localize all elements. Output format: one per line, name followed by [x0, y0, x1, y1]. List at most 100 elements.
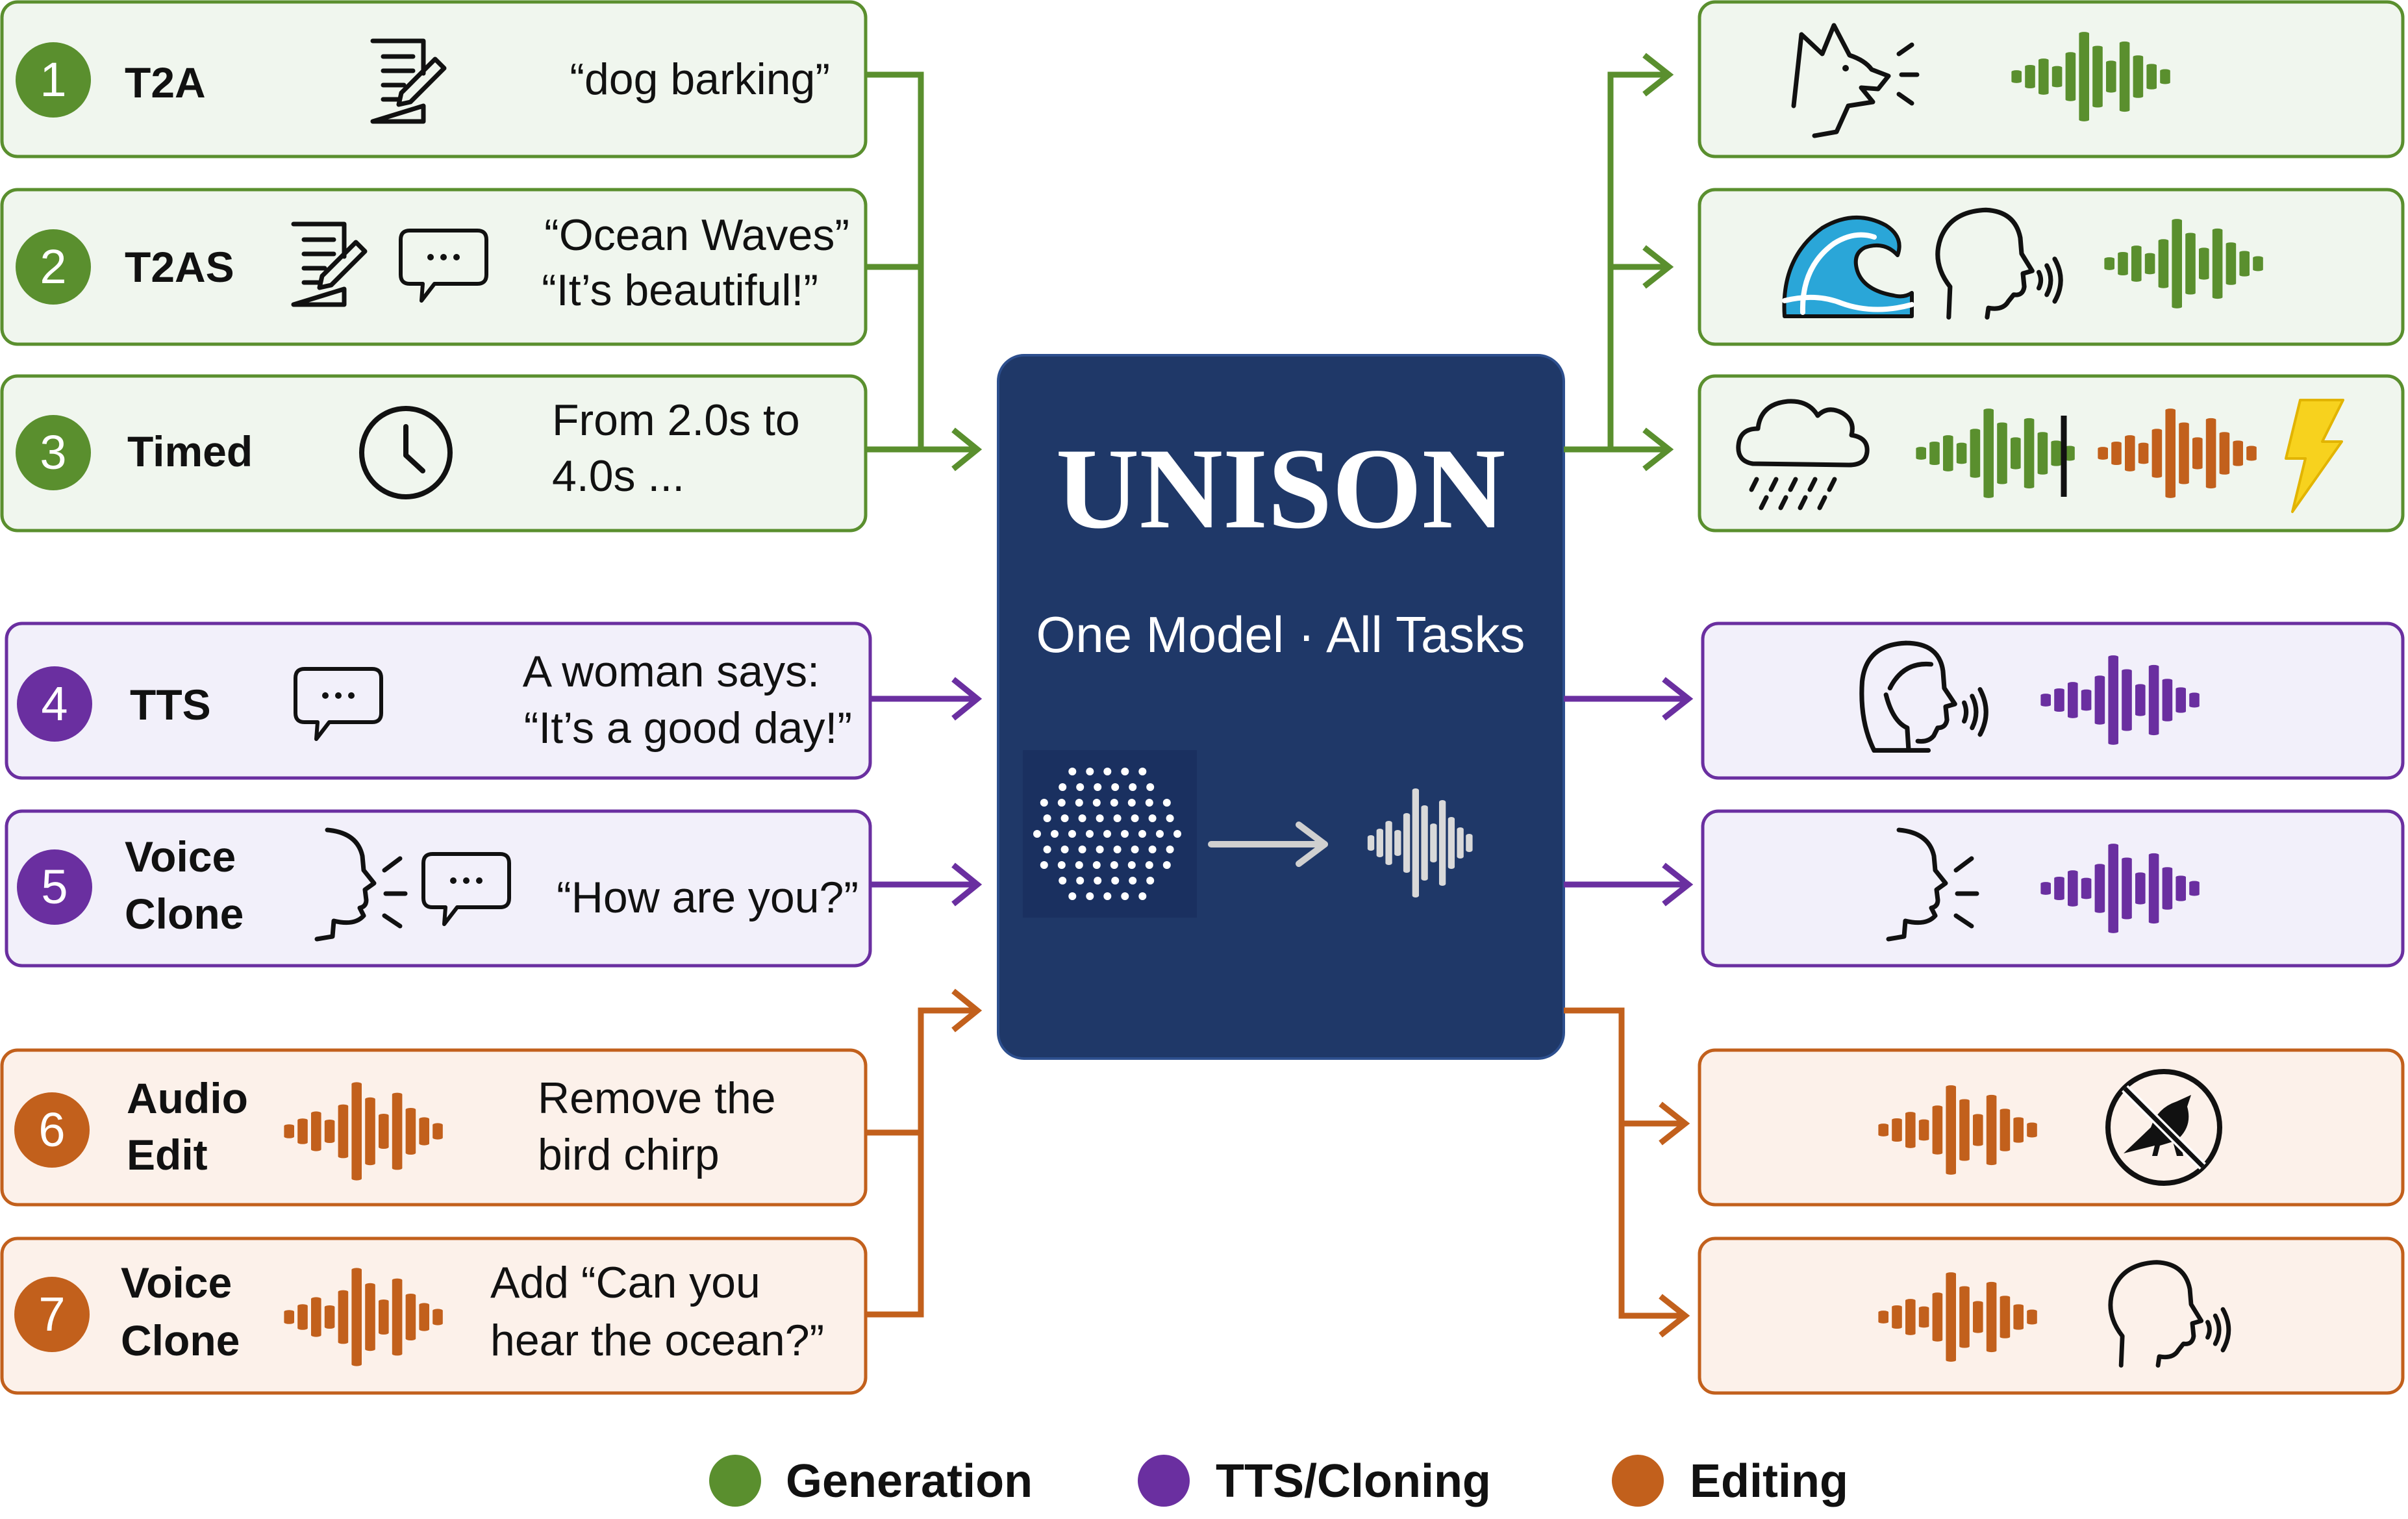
noise-dot: [1086, 830, 1094, 838]
task-number: 7: [38, 1287, 65, 1341]
noise-dot: [1040, 799, 1048, 807]
noise-dot: [1060, 846, 1069, 853]
noise-dot: [1162, 799, 1171, 807]
output-box-3: [1698, 374, 2405, 533]
task-title: T2AS: [125, 243, 234, 291]
task-prompt-line: A woman says:: [523, 647, 820, 696]
task-prompt-line: “Ocean Waves”: [544, 210, 849, 260]
output-box-7: [1698, 1237, 2405, 1395]
noise-dot: [1138, 768, 1147, 775]
tts-output-connector: [1564, 677, 1694, 907]
noise-dot: [1094, 783, 1102, 791]
noise-dot: [1162, 861, 1171, 869]
noise-dot: [1103, 892, 1112, 900]
task-number: 3: [40, 425, 66, 479]
lightning-icon: [2285, 399, 2344, 513]
task-title-line: Voice: [125, 833, 236, 881]
noise-dot: [1092, 799, 1101, 807]
noise-dot: [1057, 861, 1066, 869]
task-number: 2: [40, 240, 66, 294]
noise-dot: [1033, 830, 1041, 838]
task-title-line: Audio: [127, 1074, 248, 1122]
noise-dot: [1173, 830, 1181, 838]
noise-dot: [1076, 877, 1085, 885]
core-title: UNISON: [1056, 424, 1505, 553]
task-title-line: Edit: [127, 1131, 208, 1179]
noise-dot: [1145, 799, 1153, 807]
task-title: TTS: [130, 681, 211, 729]
task-prompt-line: hear the ocean?”: [490, 1316, 824, 1365]
noise-dot: [1166, 846, 1174, 853]
noise-dot: [1113, 846, 1122, 853]
tts-input-connector: [870, 677, 983, 907]
task-prompt: “How are you?”: [557, 873, 859, 922]
noise-dot: [1096, 846, 1104, 853]
task-box-2: 2 T2AS “Ocean Waves” “It’s beautiful!”: [0, 188, 868, 346]
task-prompt-line: Remove the: [538, 1073, 776, 1123]
task-number-badge: 2: [16, 229, 91, 305]
noise-dot: [1068, 830, 1076, 838]
output-box-6: [1698, 1048, 2405, 1207]
noise-dot: [1076, 783, 1085, 791]
task-number: 5: [41, 860, 68, 914]
noise-dot: [1086, 892, 1094, 900]
noise-dot: [1075, 799, 1083, 807]
noise-dot: [1111, 877, 1120, 885]
output-box-1: [1698, 0, 2405, 158]
task-prompt-line: “It’s beautiful!”: [542, 266, 818, 315]
legend-item-tts-cloning: TTS/Cloning: [1138, 1455, 1491, 1507]
noise-dot: [1148, 814, 1157, 822]
noise-dot: [1103, 768, 1112, 775]
transform-arrow: [1208, 822, 1328, 867]
task-box-6: 6 Audio Edit Remove the bird chirp: [0, 1048, 868, 1207]
task-number-badge: 6: [14, 1092, 90, 1168]
noise-dot: [1121, 892, 1129, 900]
output-box-5: [1701, 809, 2405, 968]
task-box-5: 5 Voice Clone “How are you?”: [5, 809, 872, 968]
noise-dot: [1068, 892, 1077, 900]
task-title-line: Clone: [121, 1316, 240, 1364]
noise-dot: [1121, 830, 1129, 838]
noise-dot: [1138, 830, 1146, 838]
noise-dot: [1094, 877, 1102, 885]
noise-dot: [1146, 877, 1155, 885]
task-box-1: 1 T2A “dog barking”: [0, 0, 868, 158]
task-box-7: 7 Voice Clone Add “Can you hear the ocea…: [0, 1237, 868, 1395]
legend-label: Generation: [786, 1455, 1033, 1507]
task-title: Timed: [127, 427, 253, 475]
noise-dot: [1111, 783, 1120, 791]
noise-dot: [1078, 846, 1086, 853]
noise-dot: [1166, 814, 1174, 822]
rain-cloud-icon: [1736, 399, 1870, 510]
noise-dot: [1092, 861, 1101, 869]
task-number-badge: 7: [14, 1277, 90, 1352]
legend-label: TTS/Cloning: [1216, 1455, 1491, 1507]
noise-dot: [1127, 799, 1136, 807]
noise-dot: [1146, 783, 1155, 791]
noise-dot: [1127, 861, 1136, 869]
task-number-badge: 5: [17, 849, 92, 925]
task-number: 6: [38, 1103, 65, 1157]
generation-input-connector: [866, 71, 983, 471]
noise-dot: [1059, 783, 1067, 791]
editing-input-connector: [866, 988, 983, 1318]
task-prompt-line: From 2.0s to: [552, 395, 800, 445]
noise-dot: [1060, 814, 1069, 822]
noise-dot: [1113, 814, 1122, 822]
ocean-wave-icon: [1782, 215, 1914, 318]
noise-dot: [1121, 768, 1129, 775]
output-box-4: [1701, 621, 2405, 780]
noise-dot: [1096, 814, 1104, 822]
noise-dot: [1068, 768, 1077, 775]
no-bird-icon: [2105, 1069, 2222, 1186]
noise-dot: [1078, 814, 1086, 822]
noise-dot: [1051, 830, 1059, 838]
editing-output-connector: [1564, 1007, 1690, 1338]
noise-dot: [1148, 846, 1157, 853]
noise-dot: [1145, 861, 1153, 869]
task-prompt-line: Add “Can you: [490, 1258, 760, 1307]
legend-item-editing: Editing: [1612, 1455, 1848, 1507]
task-prompt-line: bird chirp: [538, 1130, 720, 1179]
legend-item-generation: Generation: [709, 1455, 1033, 1507]
noise-dot: [1131, 846, 1139, 853]
